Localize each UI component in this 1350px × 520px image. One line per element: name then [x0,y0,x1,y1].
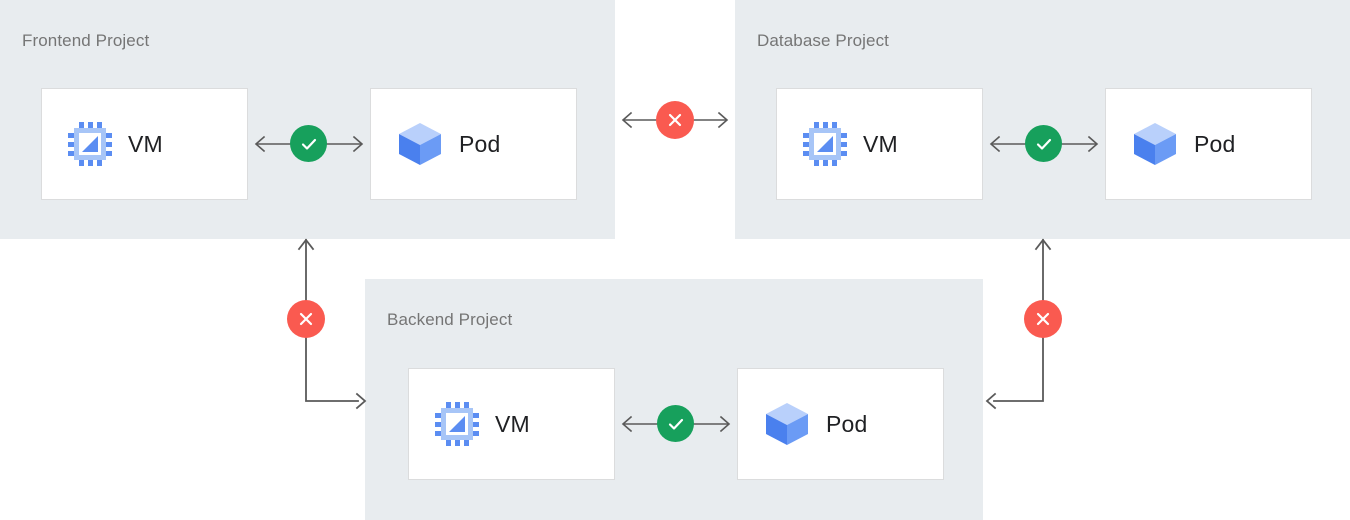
resource-label-backend-vm: VM [495,410,530,437]
check-icon [1036,138,1051,150]
check-icon [668,418,683,430]
x-icon [299,312,313,326]
status-badge-backend-internal[interactable] [657,405,694,442]
connector-backend-frontend [290,232,380,417]
panel-title-frontend: Frontend Project [22,31,150,50]
cube-icon [764,401,810,447]
resource-label-frontend-pod: Pod [459,130,501,157]
check-icon [301,138,316,150]
chip-icon [435,402,479,446]
chip-icon [68,122,112,166]
status-badge-database-internal[interactable] [1025,125,1062,162]
cube-icon [1132,121,1178,167]
resource-card-frontend-vm[interactable]: VM [41,88,248,200]
resource-card-backend-vm[interactable]: VM [408,368,615,480]
status-badge-frontend-internal[interactable] [290,125,327,162]
status-badge-frontend-database[interactable] [656,101,694,139]
resource-label-database-vm: VM [863,130,898,157]
panel-title-database: Database Project [757,31,890,50]
resource-card-frontend-pod[interactable]: Pod [370,88,577,200]
chip-icon [803,122,847,166]
resource-card-database-vm[interactable]: VM [776,88,983,200]
status-badge-backend-frontend[interactable] [287,300,325,338]
x-icon [1036,312,1050,326]
resource-card-backend-pod[interactable]: Pod [737,368,944,480]
resource-label-database-pod: Pod [1194,130,1236,157]
status-badge-backend-database[interactable] [1024,300,1062,338]
resource-card-database-pod[interactable]: Pod [1105,88,1312,200]
resource-label-frontend-vm: VM [128,130,163,157]
panel-title-backend: Backend Project [387,310,513,329]
x-icon [668,113,682,127]
connector-backend-database [980,232,1070,417]
cube-icon [397,121,443,167]
resource-label-backend-pod: Pod [826,410,868,437]
